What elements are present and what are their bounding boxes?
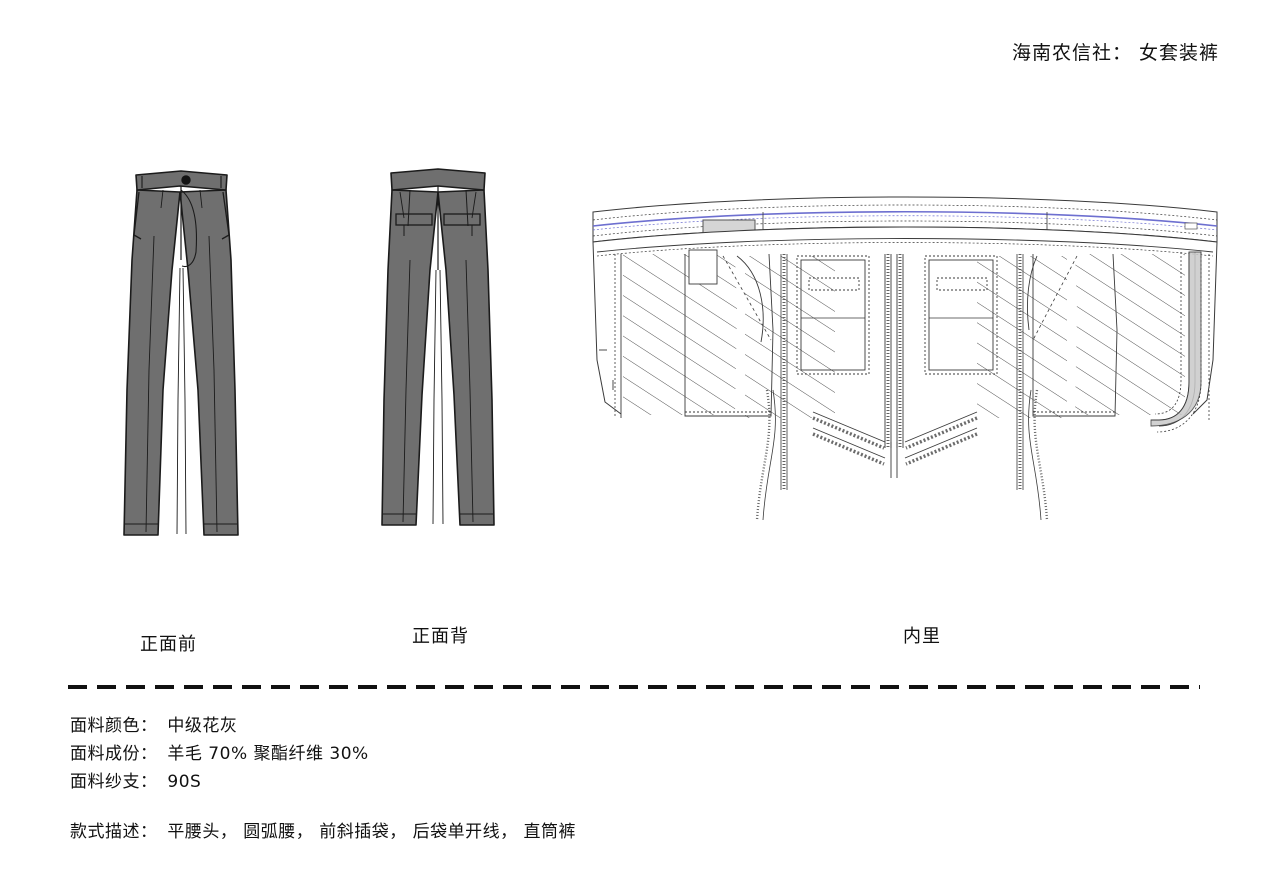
spec-label: 面料颜色： (70, 716, 158, 736)
caption-front-view: 正面前 (140, 634, 197, 655)
spec-row-fabric-composition: 面料成份： 羊毛 70% 聚酯纤维 30% (70, 740, 1170, 768)
inner-lining-illustration (585, 190, 1225, 530)
spec-value: 中级花灰 (167, 716, 238, 736)
front-button-icon (181, 175, 191, 185)
spec-value: 羊毛 70% 聚酯纤维 30% (167, 744, 369, 764)
front-view-illustration (110, 140, 290, 560)
specifications-block: 面料颜色： 中级花灰 面料成份： 羊毛 70% 聚酯纤维 30% 面料纱支： 9… (70, 712, 1170, 846)
page-title: 海南农信社： 女套装裤 (1011, 42, 1219, 64)
section-divider (68, 685, 1200, 689)
spec-value: 90S (167, 772, 202, 792)
spec-label: 面料成份： (70, 744, 158, 764)
spec-label: 面料纱支： (70, 772, 158, 792)
style-description-label: 款式描述： (70, 822, 158, 842)
caption-inner-view: 内里 (903, 626, 941, 647)
spec-row-yarn-count: 面料纱支： 90S (70, 768, 1170, 796)
back-view-illustration (370, 140, 540, 560)
illustration-area (0, 120, 1267, 620)
style-description-value: 平腰头， 圆弧腰， 前斜插袋， 后袋单开线， 直筒裤 (167, 822, 577, 842)
spec-row-fabric-color: 面料颜色： 中级花灰 (70, 712, 1170, 740)
elastic-band-line (592, 210, 1218, 227)
caption-back-view: 正面背 (412, 626, 469, 647)
style-description-row: 款式描述： 平腰头， 圆弧腰， 前斜插袋， 后袋单开线， 直筒裤 (70, 818, 1170, 846)
